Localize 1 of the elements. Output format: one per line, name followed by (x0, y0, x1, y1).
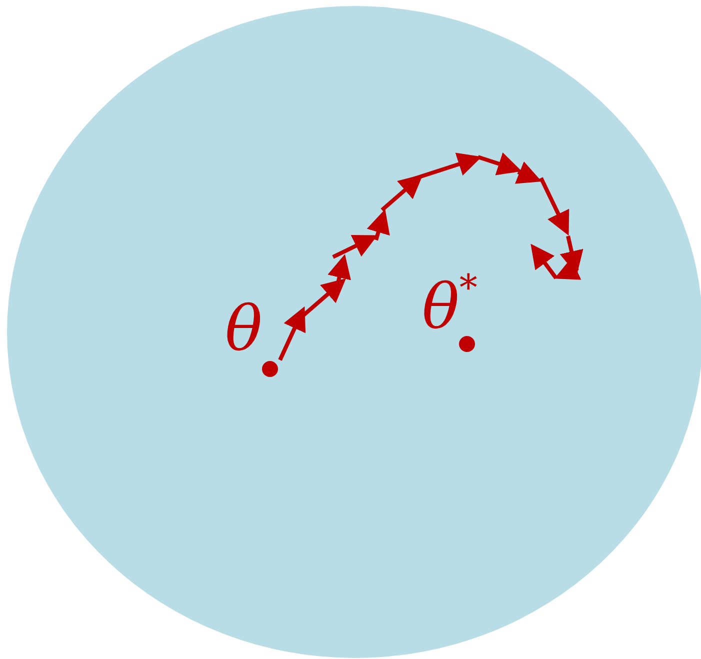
parameter-label: θ (225, 298, 262, 360)
